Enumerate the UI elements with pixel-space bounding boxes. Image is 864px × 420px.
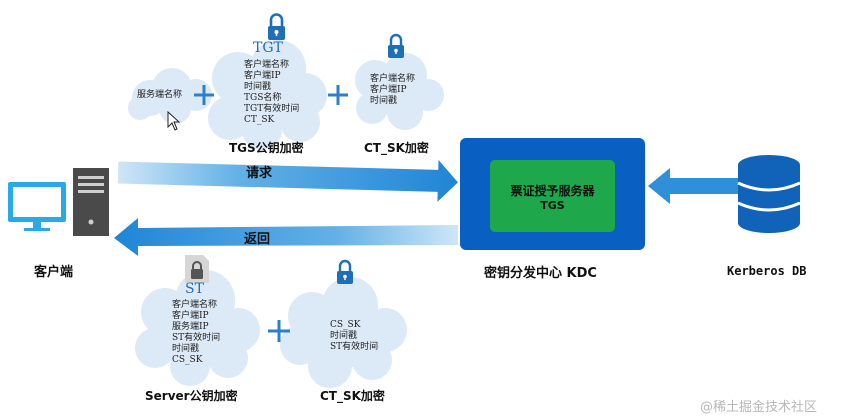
service-name-text: 服务端名称 [137,90,183,100]
lock-icon [337,259,353,284]
lock-icon [268,13,285,40]
request-arrow [117,159,458,202]
lock-icon [388,33,404,58]
cloud-cs-sk [280,277,407,388]
lock-icon [185,255,209,283]
return-arrow [114,218,458,256]
tgs-title: 票证授予服务器 [510,184,595,198]
server-tower-icon [73,168,109,236]
db-label: Kerberos DB [727,264,807,278]
tgs-box [490,160,615,232]
ct-sk-top-fields: 客户端名称 客户端IP 时间戳 [370,74,416,106]
st-fields: 客户端名称 客户端IP 服务端IP ST有效时间 时间戳 CS_SK [172,300,221,365]
watermark: @稀土掘金技术社区 [700,400,818,415]
tgt-title: TGT [253,40,283,56]
cursor-icon [167,110,181,131]
database-icon [737,155,801,233]
cloud-tgt [208,40,327,150]
plus-icon [328,85,348,105]
plus-icon [194,85,214,105]
plus-icon [268,320,290,342]
tgs-subtitle: TGS [540,199,565,212]
cs-sk-caption: CT_SK加密 [320,389,385,403]
cs-sk-fields: CS_SK 时间戳 ST有效时间 [330,320,379,352]
db-to-kdc-arrow [648,168,738,204]
request-label: 请求 [246,166,273,181]
client-label: 客户端 [34,265,74,280]
ct-sk-top-caption: CT_SK加密 [364,141,429,155]
return-label: 返回 [244,232,271,247]
cloud-st [135,270,260,386]
kdc-label: 密钥分发中心 KDC [484,266,597,281]
st-title: ST [185,281,204,297]
tgt-caption: TGS公钥加密 [229,141,304,155]
st-caption: Server公钥加密 [145,389,238,403]
tgt-fields: 客户端名称 客户端IP 时间戳 TGS名称 TGT有效时间 CT_SK [244,60,300,125]
cloud-ct-sk-top [355,53,444,130]
monitor-icon [8,182,66,231]
